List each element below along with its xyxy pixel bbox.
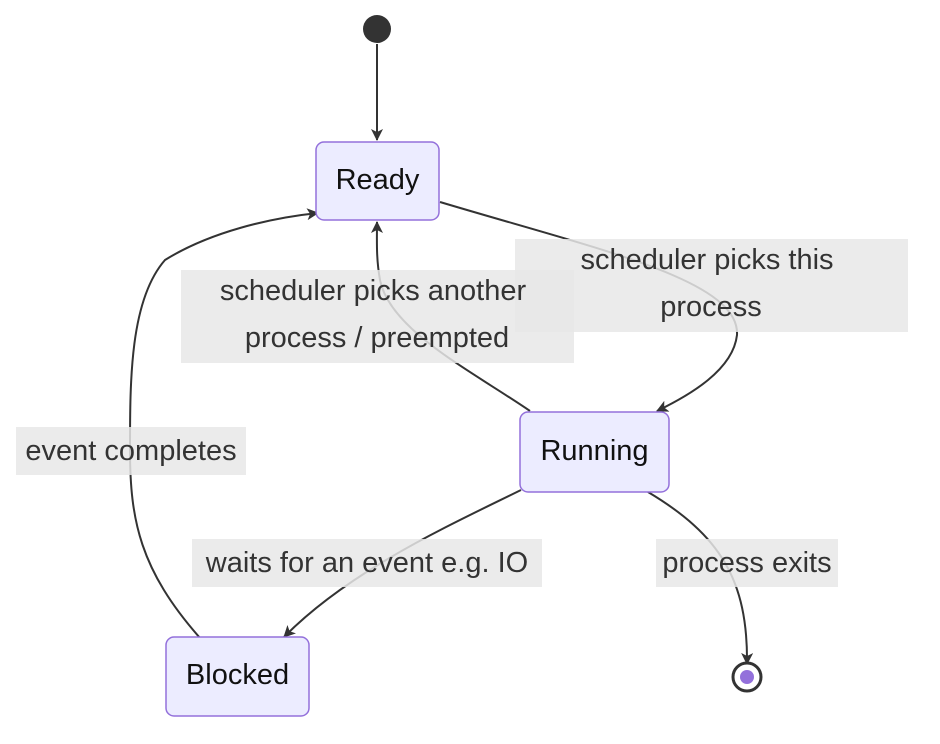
label-blocked-to-ready: event completes [16, 427, 246, 475]
end-node-icon [731, 661, 763, 693]
state-running-label: Running [540, 435, 648, 467]
state-ready[interactable]: Ready [315, 141, 440, 221]
start-node-icon [363, 15, 391, 43]
state-ready-label: Ready [336, 164, 420, 196]
label-ready-to-running: scheduler picks this process [515, 239, 908, 332]
label-blocked-to-ready-text: event completes [25, 435, 236, 467]
label-ready-to-running-line2: process [660, 291, 762, 323]
state-running[interactable]: Running [519, 411, 670, 493]
label-running-to-blocked: waits for an event e.g. IO [192, 539, 542, 587]
label-running-to-end: process exits [656, 539, 838, 587]
state-blocked[interactable]: Blocked [165, 636, 310, 717]
label-running-to-ready-line2: process / preempted [245, 322, 509, 354]
label-running-to-end-text: process exits [662, 547, 831, 579]
label-running-to-ready: scheduler picks another process / preemp… [181, 270, 574, 363]
label-running-to-ready-line1: scheduler picks another [220, 275, 527, 307]
state-blocked-label: Blocked [186, 659, 289, 691]
label-running-to-blocked-text: waits for an event e.g. IO [205, 547, 528, 579]
edge-blocked-to-ready [128, 208, 319, 639]
label-ready-to-running-line1: scheduler picks this [580, 244, 833, 276]
